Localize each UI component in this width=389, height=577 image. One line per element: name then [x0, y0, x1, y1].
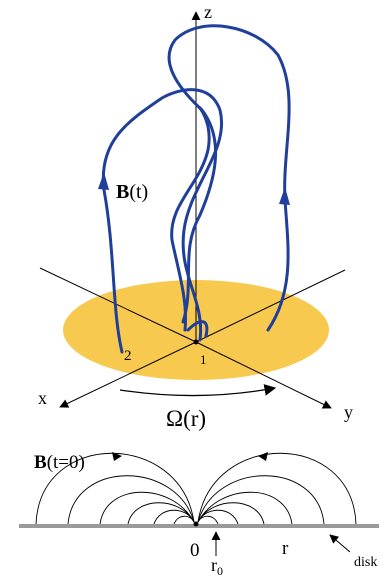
- dipole-arc-left-4: [127, 502, 195, 525]
- y-axis-back: [39, 267, 197, 343]
- r0-label-sub: 0: [217, 564, 223, 577]
- bottom-figure: B(t=0) 0 r0 r: [19, 452, 379, 577]
- field-line-strand: [170, 106, 211, 332]
- field-arrow-left: [98, 172, 109, 190]
- footpoint-label-2: 2: [124, 348, 132, 364]
- dipole-arc-right-6: [197, 515, 219, 525]
- field-label-rest: (t): [129, 181, 148, 203]
- y-axis-label: y: [344, 402, 353, 422]
- disk-baseline: [19, 524, 379, 528]
- y-axis: [195, 341, 332, 409]
- dipole-arc-left-2: [67, 475, 195, 525]
- r0-label-main: r: [211, 555, 217, 575]
- dipole-arc-right-2: [197, 475, 325, 525]
- top-figure: z x y B(t) Ω(r) 1 2: [38, 2, 353, 431]
- footpoint-label-1: 1: [200, 352, 207, 367]
- dipole-arc-right-1: [197, 452, 357, 525]
- r0-label: r0: [211, 555, 223, 577]
- x-axis: [59, 341, 197, 408]
- field-label: B(t): [116, 181, 148, 203]
- dipole-field-lines: [35, 452, 357, 525]
- rotation-arrow: [119, 384, 277, 397]
- field-line-foot: [186, 320, 209, 338]
- rotation-label: Ω(r): [166, 406, 206, 431]
- x-axis-back: [195, 269, 346, 343]
- bottom-origin-dot: [193, 521, 199, 527]
- dipole-arc-left-5: [153, 509, 195, 525]
- x-axis-label: x: [38, 388, 47, 408]
- dipole-arrow-right: [258, 452, 268, 461]
- field-arrow-right: [279, 187, 290, 205]
- dipole-arc-right-5: [197, 509, 239, 525]
- dipole-arc-left-1: [35, 452, 195, 525]
- dipole-arc-left-3: [99, 491, 195, 525]
- field-label-bold: B: [116, 181, 129, 203]
- bottom-title-rest: (t=0): [47, 452, 85, 473]
- disk-pointer-arrow: [329, 534, 351, 553]
- bottom-title: B(t=0): [34, 452, 85, 473]
- bottom-origin-label: 0: [190, 540, 200, 561]
- bottom-title-bold: B: [34, 452, 47, 473]
- origin-dot: [193, 339, 199, 345]
- dipole-arc-right-3: [197, 491, 293, 525]
- dipole-arc-right-4: [197, 502, 265, 525]
- disk-label: disk: [354, 555, 377, 570]
- dipole-arc-left-6: [173, 515, 195, 525]
- z-axis-label: z: [204, 2, 212, 22]
- field-line-outer: [101, 88, 224, 354]
- r-label: r: [282, 538, 289, 559]
- dipole-arrow-left: [112, 452, 122, 461]
